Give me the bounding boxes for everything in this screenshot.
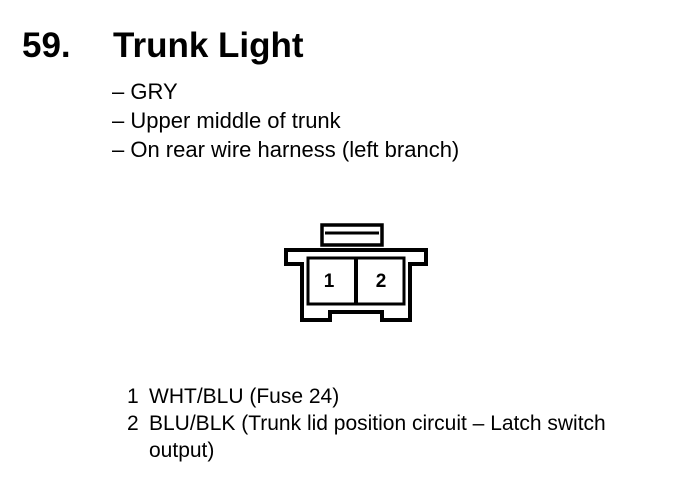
pin-number: 1 [127,385,139,408]
detail-harness: – On rear wire harness (left branch) [112,137,460,162]
connector-cavity [306,256,406,306]
pin-row: 1 WHT/BLU (Fuse 24) [127,383,649,410]
detail-location: – Upper middle of trunk [112,108,341,133]
pin-row: 2 BLU/BLK (Trunk lid position circuit – … [127,410,649,464]
connector-pin-2-label: 2 [376,271,387,292]
section-number: 59. [22,26,71,65]
pin-number: 2 [127,412,139,435]
connector-details: – GRY – Upper middle of trunk – On rear … [112,77,459,164]
detail-color: – GRY [112,79,178,104]
section-title: Trunk Light [113,26,304,65]
connector-lock-tab [320,223,384,247]
pin-description: WHT/BLU (Fuse 24) [149,385,340,408]
pin-description: BLU/BLK (Trunk lid position circuit – La… [149,412,606,462]
connector-housing [284,248,428,322]
section-heading: 59. Trunk Light [22,24,304,68]
pin-list: 1 WHT/BLU (Fuse 24) 2 BLU/BLK (Trunk lid… [127,383,649,464]
connector-pin-1-label: 1 [324,271,335,292]
connector-diagram: 1 2 [284,223,428,322]
